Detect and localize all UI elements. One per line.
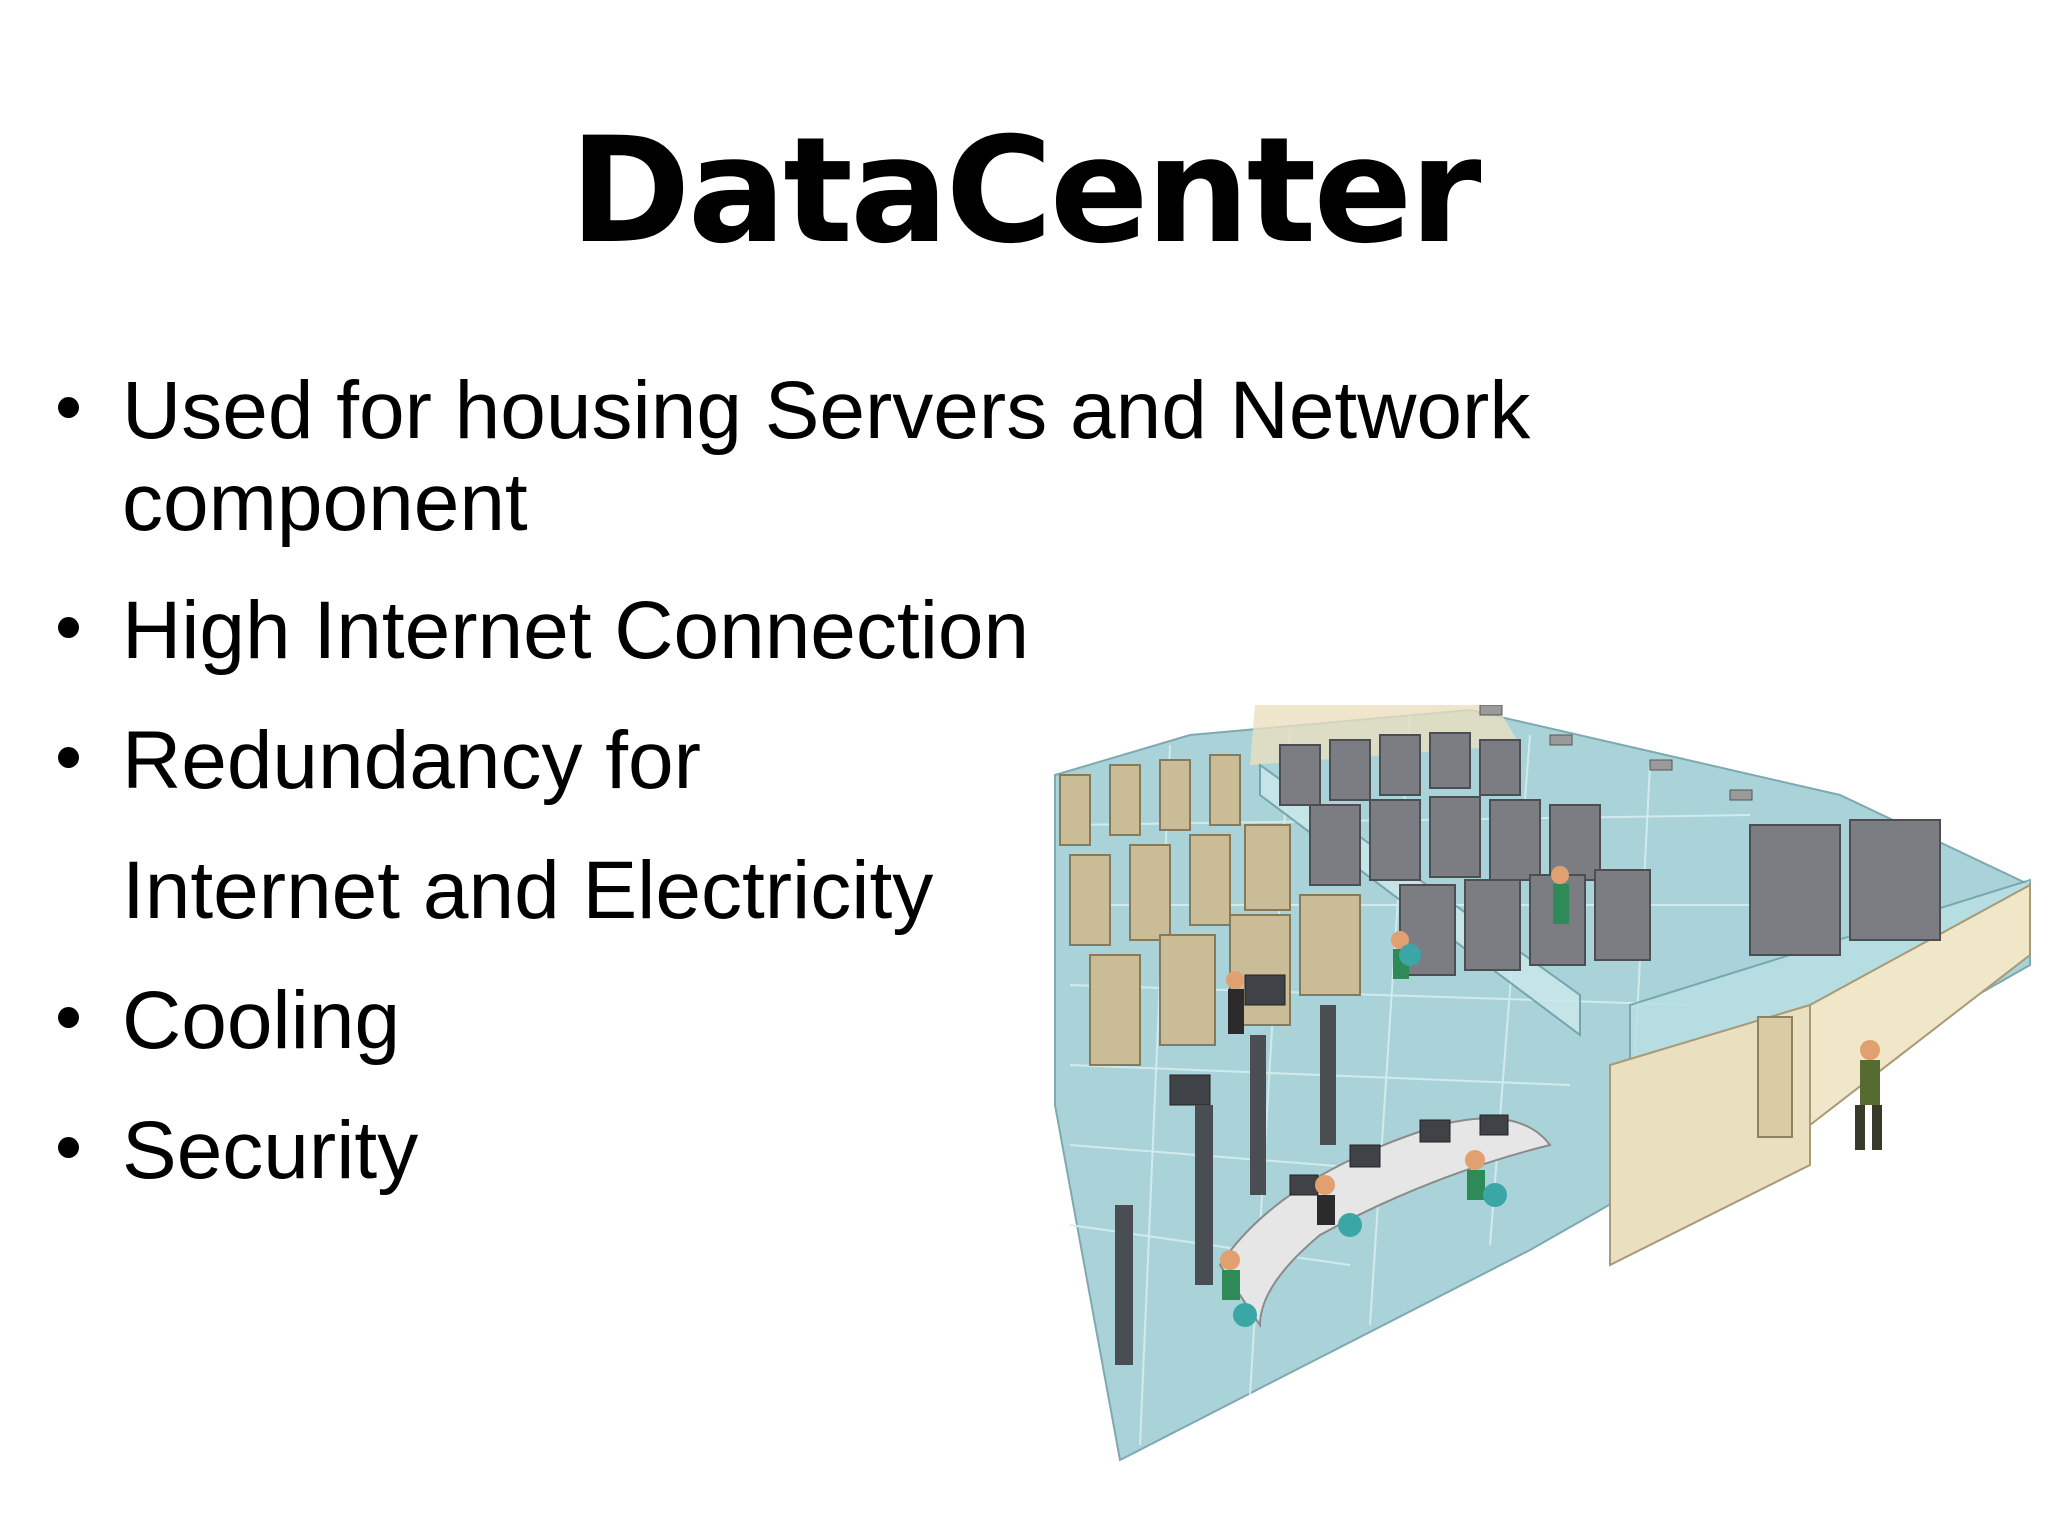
- bullet-dot: [58, 1137, 79, 1158]
- bullet-text-continued: component: [122, 457, 528, 548]
- bullet-dot: [58, 747, 79, 768]
- datacenter-floorplan-illustration: [1054, 705, 2031, 1462]
- bullet-text: Redundancy for: [122, 715, 701, 806]
- bullet-text-continued: Internet and Electricity: [122, 845, 934, 936]
- bullet-dot: [58, 1007, 79, 1028]
- bullet-text: Used for housing Servers and Network: [122, 365, 1531, 456]
- control-desk: [1218, 1117, 1552, 1329]
- slide-title: DataCenter: [569, 106, 1482, 276]
- people: [1220, 866, 1882, 1300]
- bullet-text: Cooling: [122, 975, 401, 1066]
- bullet-dot: [58, 397, 79, 418]
- bullet-text: High Internet Connection: [122, 585, 1030, 676]
- gray-server-racks: [1279, 732, 1941, 976]
- bullet-text: Security: [122, 1105, 419, 1196]
- beige-server-racks: [1059, 754, 1361, 1066]
- bullet-dot: [58, 617, 79, 638]
